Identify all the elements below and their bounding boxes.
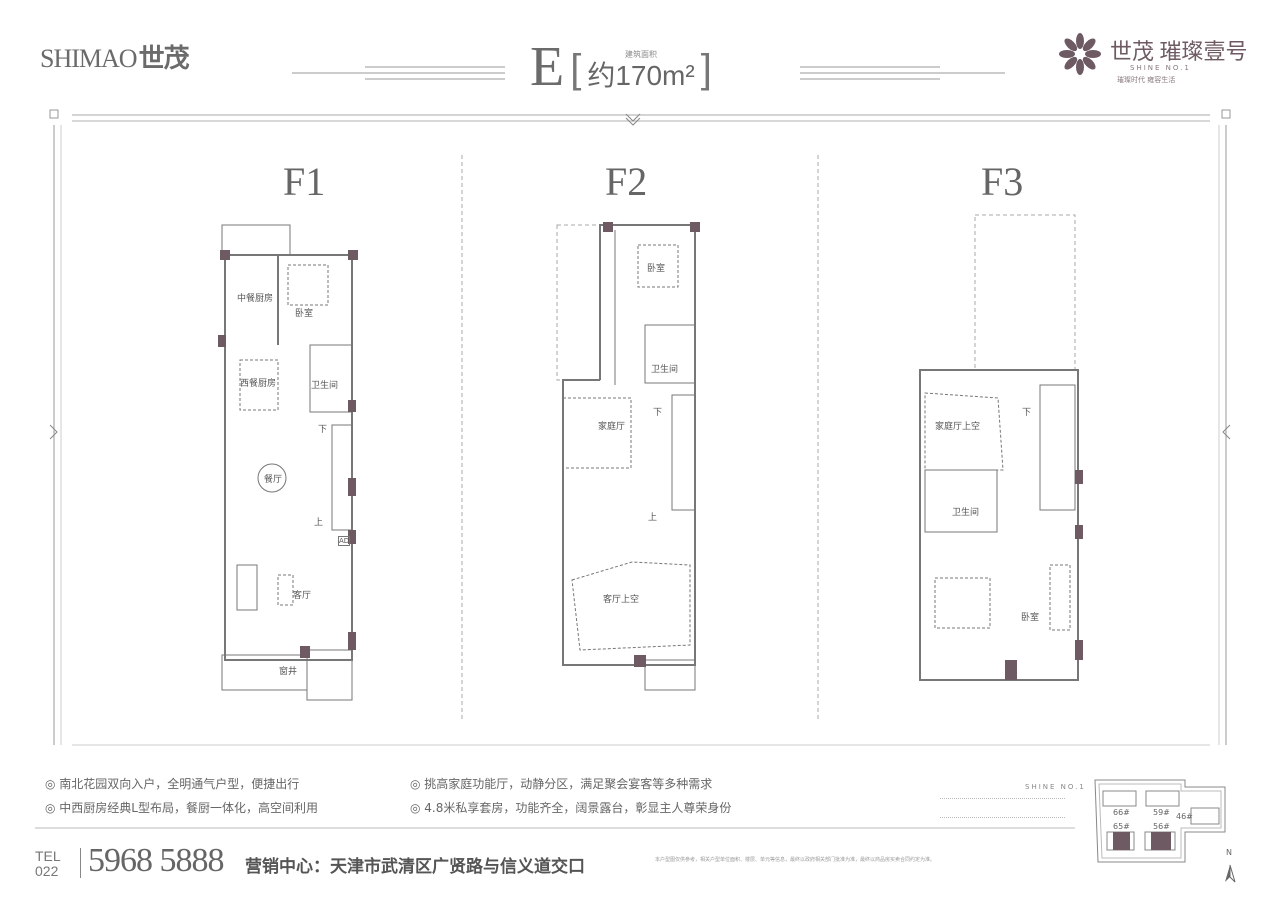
stair-down-label: 下 [653,408,663,418]
building-label: 65# [1113,822,1130,831]
site-plan [1094,779,1236,883]
unit-title: E [ 建筑面积 约170m² ] [530,36,718,98]
room-label: 家庭厅 [598,422,626,432]
room-label: 卧室 [1021,613,1040,623]
tel-text: TEL [35,848,61,864]
area-code: 022 [35,863,59,879]
stair-up-label: 上 [314,518,324,528]
area-label: 建筑面积 [625,50,658,59]
shine-mark: SHINE NO.1 [1025,783,1086,791]
floor-title-f1: F1 [283,159,326,204]
tel-divider [80,848,81,878]
shimao-logo: SHIMAO世茂 [40,38,190,75]
tel-label: TEL 022 [35,849,61,879]
floor-plan-f3 [919,214,1083,681]
sales-center-address: 营销中心：天津市武清区广贤路与信义道交口 [245,857,585,877]
unit-type-letter: E [530,36,565,98]
phone-number: 5968 5888 [88,842,224,879]
area-box: 建筑面积 约170m² [587,49,694,92]
project-name: 世茂 璀璨壹号 [1110,39,1248,64]
building-label: 56# [1153,822,1170,831]
floor-plan-f2 [556,222,700,691]
feature-item: ◎ 4.8米私享套房，功能齐全，阔景露台，彰显主人尊荣身份 [410,801,732,815]
room-label: 卫生间 [311,381,339,391]
room-label: 窗井 [279,667,298,677]
bracket-right: ] [700,47,712,91]
logo-cn: 世茂 [138,44,190,73]
room-label: 客厅 [293,591,312,601]
floor-plan-f1 [218,224,358,701]
north-arrow-icon [1225,865,1230,882]
ad-label: AD [338,536,351,546]
room-label: 卧室 [295,309,314,319]
flower-logo-icon [1059,33,1101,75]
room-label: 餐厅 [264,475,283,485]
room-label: 卧室 [647,264,666,274]
feature-item: ◎ 挑高家庭功能厅，动静分区，满足聚会宴客等多种需求 [410,777,713,791]
floor-separators [461,155,819,720]
room-label: 卫生间 [651,365,679,375]
feature-item: ◎ 中西厨房经典L型布局，餐厨一体化，高空间利用 [45,801,318,815]
floor-title-f3: F3 [981,159,1024,204]
room-label: 家庭厅上空 [935,422,981,432]
stair-up-label: 上 [648,513,658,523]
feature-item: ◎ 南北花园双向入户，全明通气户型，便捷出行 [45,777,300,791]
project-slogan: 璀璨时代 雍容生活 [1117,76,1176,84]
building-label: 46# [1176,812,1193,821]
project-sub: SHINE NO.1 [1130,64,1191,72]
bracket-left: [ [570,47,582,91]
building-label: 59# [1153,808,1170,817]
north-label: N [1226,848,1232,857]
room-label: 卫生间 [952,508,980,518]
header-rules [72,66,1210,126]
stair-down-label: 下 [318,425,328,435]
fine-print-block [940,798,1065,818]
building-label: 66# [1113,808,1130,817]
area-value: 约170m² [587,60,695,91]
room-label: 中餐厨房 [237,294,274,304]
disclaimer: 本户型图仅供参考，相关户型单位面积、楼层、单元等信息，最终以政府相关部门批准为准… [655,857,936,863]
floor-title-f2: F2 [605,159,648,204]
footer-divider [35,827,1075,829]
stair-down-label: 下 [1022,408,1032,418]
logo-latin: SHIMAO [40,44,138,73]
page-frame [49,109,1231,746]
room-label: 客厅上空 [603,595,640,605]
room-label: 西餐厨房 [240,379,277,389]
